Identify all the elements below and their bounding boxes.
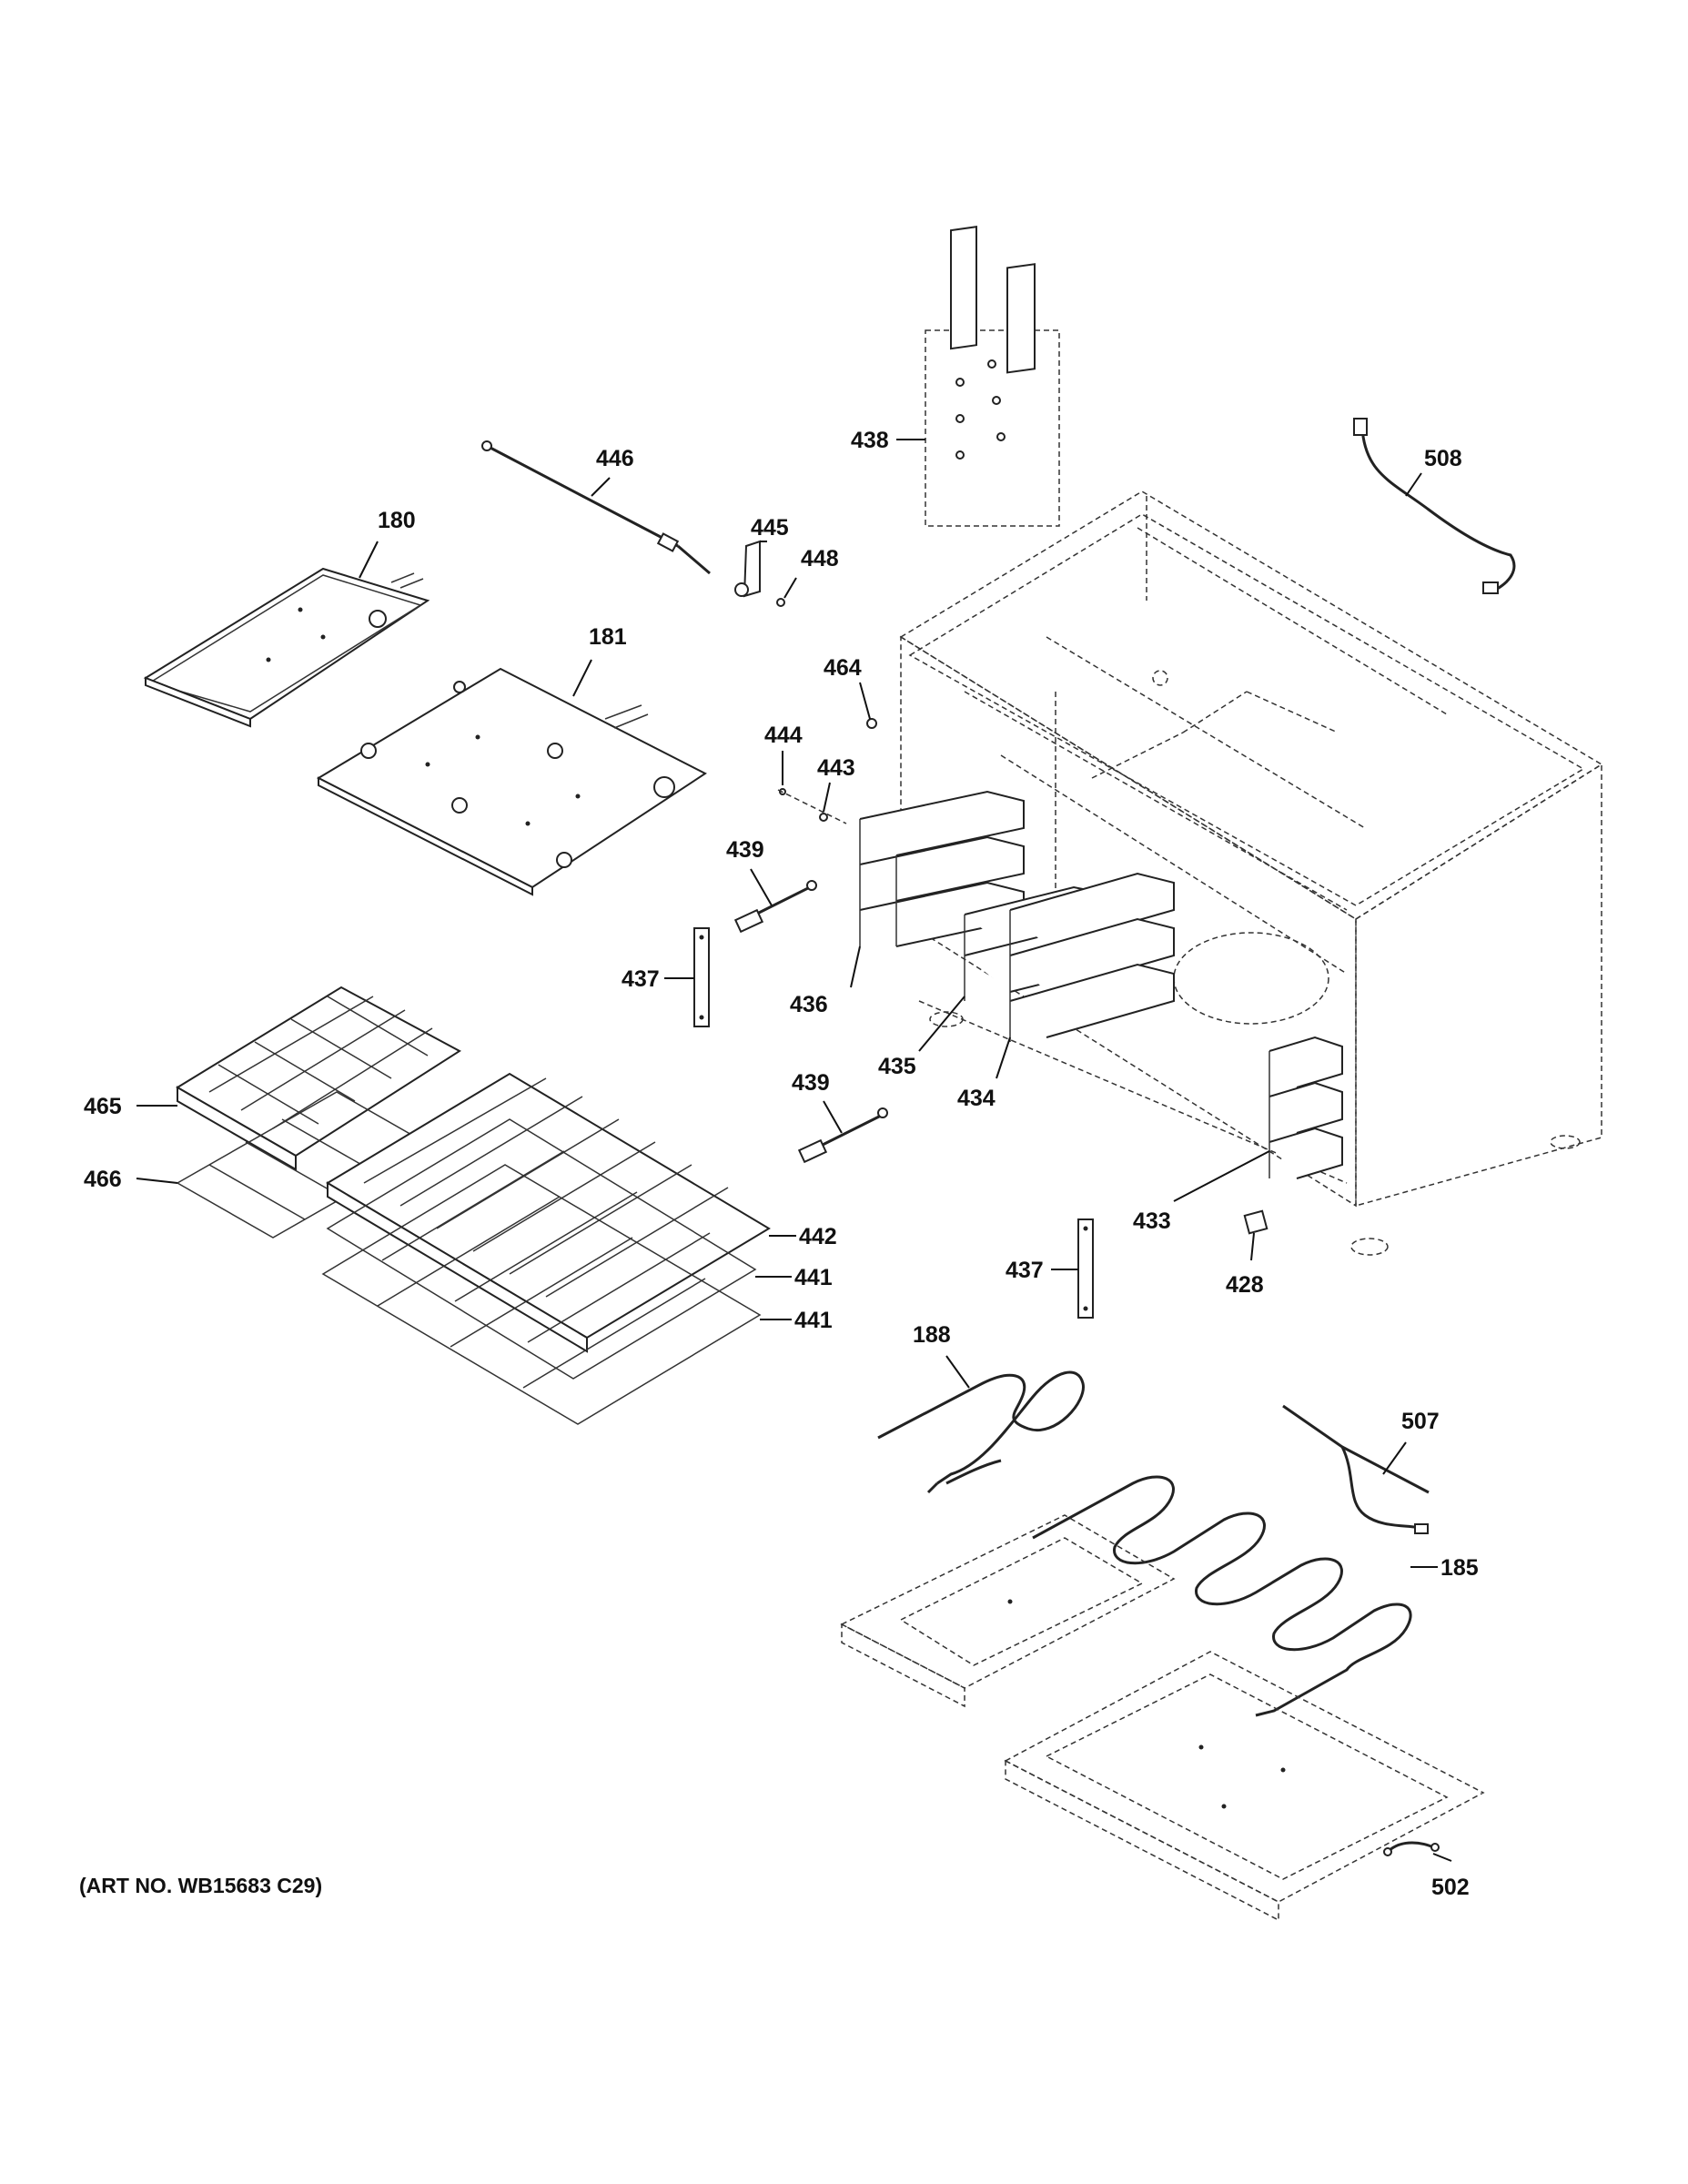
part-465-rack[interactable] bbox=[176, 986, 461, 1171]
part-445-bracket[interactable] bbox=[734, 540, 761, 598]
leader-502 bbox=[1432, 1853, 1452, 1862]
leader-446 bbox=[591, 477, 611, 497]
part-433-rack-support[interactable] bbox=[1269, 1036, 1343, 1179]
part-180-panel[interactable] bbox=[143, 567, 430, 728]
part-446-probe[interactable] bbox=[481, 440, 711, 575]
part-441-rack-b[interactable] bbox=[321, 1164, 762, 1425]
part-464-nut[interactable] bbox=[866, 718, 877, 729]
part-434-rack-support[interactable] bbox=[1009, 872, 1175, 1042]
leader-439b bbox=[823, 1100, 843, 1134]
part-188-bake-element[interactable] bbox=[877, 1370, 1085, 1494]
callout-439b[interactable]: 439 bbox=[792, 1070, 830, 1096]
part-428-clip[interactable] bbox=[1243, 1209, 1269, 1235]
leader-435 bbox=[918, 996, 965, 1052]
leader-508 bbox=[1405, 472, 1422, 497]
callout-433[interactable]: 433 bbox=[1133, 1208, 1171, 1234]
callout-185[interactable]: 185 bbox=[1440, 1555, 1479, 1581]
leader-434 bbox=[996, 1036, 1011, 1079]
leader-507 bbox=[1382, 1441, 1407, 1475]
part-502-wire[interactable] bbox=[1383, 1841, 1440, 1856]
callout-507[interactable]: 507 bbox=[1401, 1409, 1440, 1434]
part-448-screw[interactable] bbox=[776, 598, 785, 607]
leader-180 bbox=[359, 541, 379, 579]
callout-442[interactable]: 442 bbox=[799, 1224, 837, 1249]
kit-438-box bbox=[925, 329, 1060, 527]
part-439-sensor-lower[interactable] bbox=[797, 1107, 888, 1164]
part-443-clip[interactable] bbox=[819, 813, 828, 822]
lower-trays bbox=[840, 1514, 1485, 1922]
leader-428 bbox=[1250, 1232, 1255, 1261]
callout-438[interactable]: 438 bbox=[851, 428, 889, 453]
leader-448 bbox=[783, 577, 797, 599]
leader-433 bbox=[1173, 1150, 1270, 1202]
part-185-broil-element[interactable] bbox=[1032, 1475, 1412, 1717]
part-439-sensor-upper[interactable] bbox=[733, 880, 817, 934]
part-442-rack[interactable] bbox=[326, 1072, 771, 1353]
callout-446[interactable]: 446 bbox=[596, 446, 634, 471]
callout-444[interactable]: 444 bbox=[764, 723, 803, 748]
callout-441a[interactable]: 441 bbox=[794, 1265, 833, 1290]
part-438-kit[interactable] bbox=[950, 226, 1036, 460]
callout-508[interactable]: 508 bbox=[1424, 446, 1462, 471]
callout-464[interactable]: 464 bbox=[824, 655, 862, 681]
leader-436 bbox=[850, 945, 861, 988]
callout-443[interactable]: 443 bbox=[817, 755, 855, 781]
callout-180[interactable]: 180 bbox=[378, 508, 416, 533]
part-508-harness[interactable] bbox=[1353, 418, 1516, 594]
leader-181 bbox=[572, 659, 592, 697]
callout-448[interactable]: 448 bbox=[801, 546, 839, 571]
callout-502[interactable]: 502 bbox=[1431, 1875, 1470, 1900]
leader-466 bbox=[136, 1178, 178, 1184]
callout-466[interactable]: 466 bbox=[84, 1167, 122, 1192]
leader-439a bbox=[750, 868, 773, 906]
callout-181[interactable]: 181 bbox=[589, 624, 627, 650]
part-441-rack-a[interactable] bbox=[326, 1118, 757, 1380]
leader-443 bbox=[823, 782, 831, 813]
part-437-bar-upper[interactable] bbox=[693, 927, 710, 1027]
callout-428[interactable]: 428 bbox=[1226, 1272, 1264, 1298]
part-436-rack-support[interactable] bbox=[859, 790, 1025, 947]
callout-465[interactable]: 465 bbox=[84, 1094, 122, 1119]
leader-188 bbox=[945, 1355, 970, 1389]
callout-188[interactable]: 188 bbox=[913, 1322, 951, 1348]
callout-439a[interactable]: 439 bbox=[726, 837, 764, 863]
callout-436[interactable]: 436 bbox=[790, 992, 828, 1017]
part-437-bar-lower[interactable] bbox=[1077, 1218, 1094, 1319]
part-181-panel[interactable] bbox=[316, 667, 707, 896]
callout-437a[interactable]: 437 bbox=[622, 966, 660, 992]
axis-443 bbox=[777, 789, 847, 824]
callout-435[interactable]: 435 bbox=[878, 1054, 916, 1079]
leader-464 bbox=[859, 682, 871, 720]
art-number: (ART NO. WB15683 C29) bbox=[79, 1874, 322, 1897]
callout-441b[interactable]: 441 bbox=[794, 1308, 833, 1333]
callout-434[interactable]: 434 bbox=[957, 1086, 996, 1111]
callout-437b[interactable]: 437 bbox=[1006, 1258, 1044, 1283]
callout-445[interactable]: 445 bbox=[751, 515, 789, 541]
